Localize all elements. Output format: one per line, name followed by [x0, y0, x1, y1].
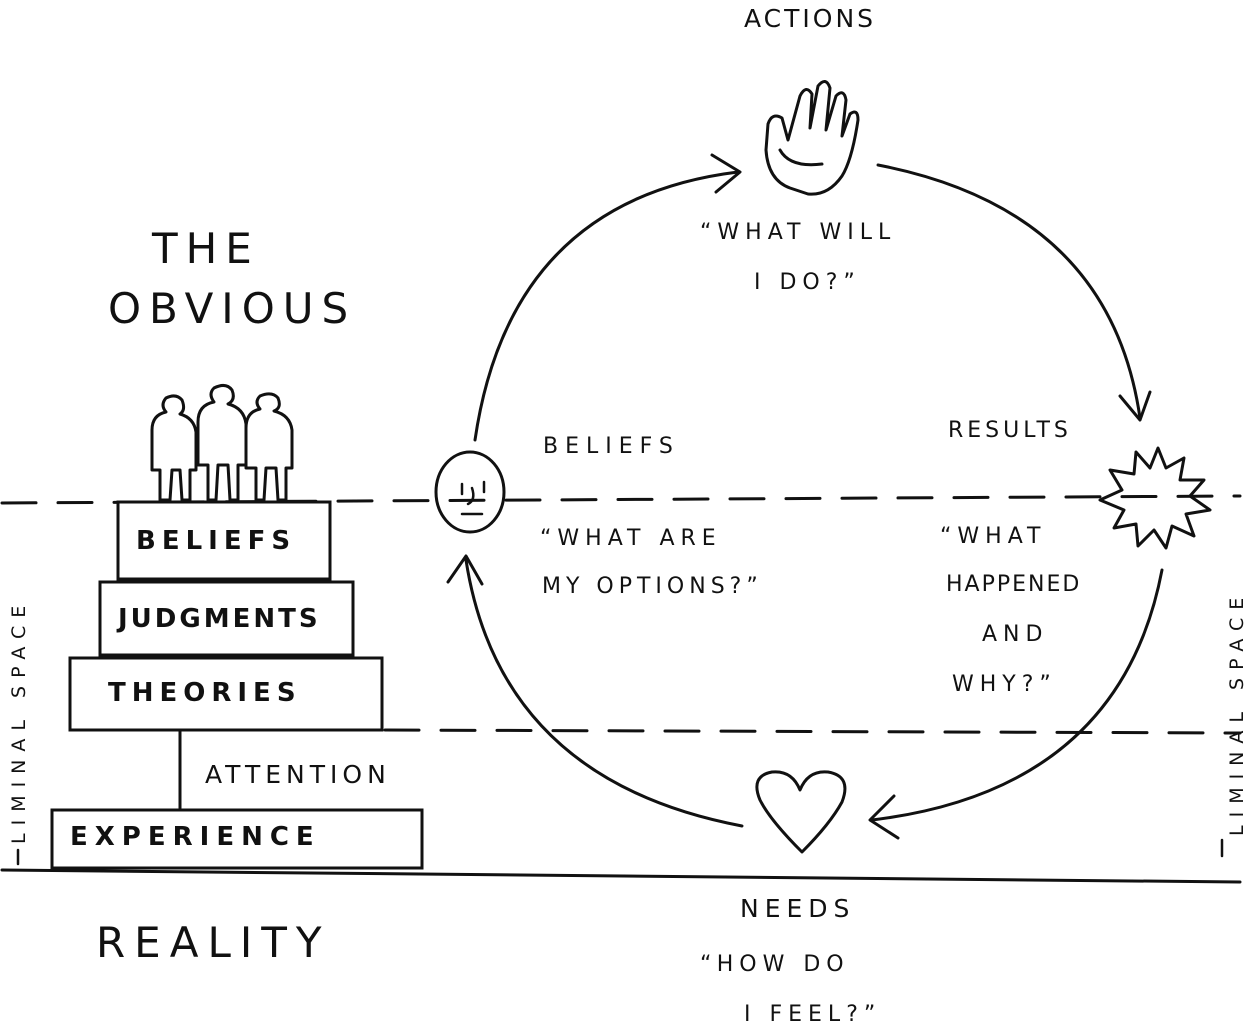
step-label-theories: THEORIES	[108, 678, 302, 708]
results-question-line4: WHY?”	[952, 672, 1057, 697]
heart-icon	[755, 770, 847, 854]
experience-label: EXPERIENCE	[70, 822, 321, 852]
step-label-judgments: JUDGMENTS	[118, 604, 321, 634]
arrowhead-beliefs	[446, 554, 484, 586]
the-obvious-title-line2: OBVIOUS	[108, 284, 357, 333]
judgments-block	[98, 580, 355, 657]
face-icon	[434, 450, 506, 534]
the-obvious-title-line1: THE	[152, 224, 260, 273]
needs-question-line2: I FEEL?”	[744, 1002, 882, 1027]
arrow-needs-to-beliefs	[464, 558, 744, 828]
actions-label: ACTIONS	[744, 4, 877, 33]
results-question-line3: AND	[982, 622, 1049, 647]
beliefs-question-line2: MY OPTIONS?”	[542, 574, 763, 599]
results-label: RESULTS	[948, 418, 1072, 443]
people-icon	[150, 383, 294, 502]
arrow-beliefs-to-actions	[473, 170, 740, 442]
beliefs-question-line1: “WHAT ARE	[540, 526, 722, 551]
experience-block	[50, 808, 424, 870]
attention-label: ATTENTION	[205, 760, 391, 789]
reality-ground-line	[0, 868, 1242, 884]
actions-question-line1: “WHAT WILL	[700, 220, 897, 245]
theories-block	[68, 656, 384, 732]
arrow-actions-to-results	[876, 163, 1142, 420]
liminal-space-left-label: LIMINAL SPACE	[8, 597, 30, 844]
arrowhead-actions	[710, 153, 742, 194]
arrowhead-needs	[868, 794, 900, 840]
step-label-beliefs: BELIEFS	[136, 526, 297, 556]
arrow-results-to-needs	[870, 568, 1164, 822]
results-question-line2: HAPPENED	[946, 572, 1082, 597]
lower-liminal-dashed-line	[383, 728, 1242, 735]
liminal-space-right-label: LIMINAL SPACE	[1226, 589, 1248, 836]
reality-label: REALITY	[96, 918, 331, 967]
arrowhead-results	[1118, 390, 1152, 422]
hand-icon	[764, 80, 860, 196]
upper-liminal-dashed-line	[0, 494, 1242, 505]
needs-question-line1: “HOW DO	[700, 952, 850, 977]
starburst-icon	[1098, 446, 1212, 550]
actions-question-line2: I DO?”	[754, 270, 861, 295]
beliefs-cycle-label: BELIEFS	[543, 434, 680, 459]
beliefs-block	[116, 500, 332, 581]
results-question-line1: “WHAT	[940, 524, 1047, 549]
needs-label: NEEDS	[740, 894, 856, 923]
